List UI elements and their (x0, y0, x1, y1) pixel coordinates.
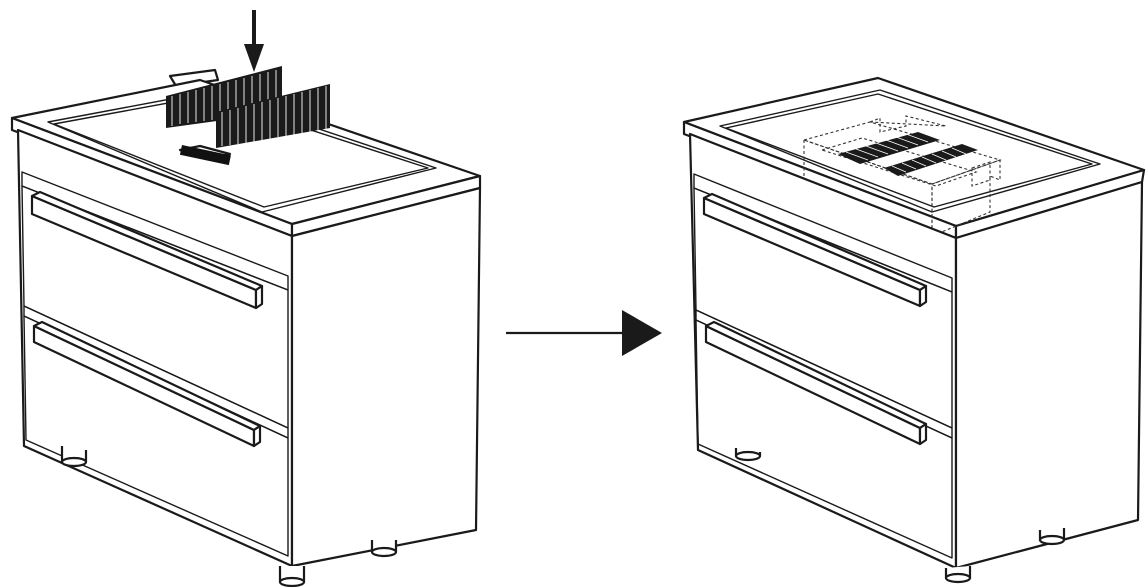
cabinet-after (682, 76, 1146, 584)
handle-lower-left (32, 320, 262, 448)
transition-arrow-icon (506, 310, 662, 356)
legs-right (734, 448, 1066, 584)
legs-left (60, 446, 398, 587)
handle-upper-right (702, 192, 928, 308)
filter-cassette-front (216, 84, 330, 148)
handle-upper-left (30, 190, 264, 310)
installed-filter-hidden (802, 115, 1002, 237)
handle-lower-right (704, 320, 928, 446)
insert-arrow-down (244, 10, 264, 72)
cabinet-before (10, 10, 482, 587)
